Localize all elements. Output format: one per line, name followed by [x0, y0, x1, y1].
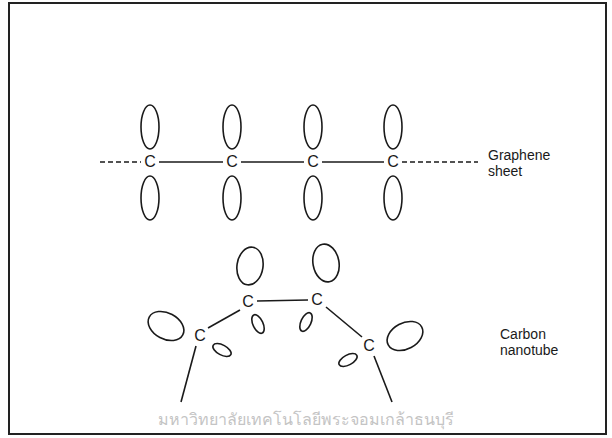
hybrid-orbital: [297, 311, 315, 333]
atom-symbol: C: [306, 154, 320, 170]
dashed-bond: [402, 161, 478, 163]
sigma-bond: [374, 356, 392, 402]
watermark: มหาวิทยาลัยเทคโนโลยีพระจอมเกล้าธนบุรี: [158, 411, 454, 429]
structure-label: Graphene sheet: [488, 147, 568, 179]
atom-symbol: C: [362, 338, 376, 354]
p-orbital: [141, 105, 159, 149]
sigma-bond: [322, 161, 384, 163]
hybrid-orbital: [249, 313, 267, 335]
hybrid-orbital: [143, 306, 189, 347]
atom-symbol: C: [225, 154, 239, 170]
sigma-bond: [208, 310, 240, 328]
p-orbital: [223, 176, 241, 220]
p-orbital: [141, 176, 159, 220]
p-orbital: [304, 105, 322, 149]
atom-symbol: C: [143, 154, 157, 170]
nanotube-drawing: [143, 242, 428, 402]
sigma-bond: [257, 300, 308, 301]
hybrid-orbital: [211, 341, 233, 359]
hybrid-orbital: [310, 242, 342, 284]
atom-symbol: C: [241, 294, 255, 310]
p-orbital: [384, 176, 402, 220]
hybrid-orbital: [337, 351, 359, 369]
atom-symbol: C: [310, 292, 324, 308]
hybrid-orbital: [234, 245, 265, 286]
p-orbital: [223, 105, 241, 149]
sigma-bond: [326, 307, 362, 337]
hybrid-orbital: [382, 316, 428, 357]
sigma-bond: [181, 346, 196, 402]
figure-border: [9, 3, 606, 434]
sigma-bond: [159, 161, 223, 163]
atom-symbol: C: [386, 154, 400, 170]
atom-symbol: C: [193, 328, 207, 344]
p-orbital: [304, 176, 322, 220]
sigma-bond: [241, 161, 304, 163]
graphene-drawing: [100, 105, 478, 220]
structure-label: Carbon nanotube: [500, 326, 580, 358]
p-orbital: [384, 105, 402, 149]
dashed-bond: [100, 161, 141, 163]
